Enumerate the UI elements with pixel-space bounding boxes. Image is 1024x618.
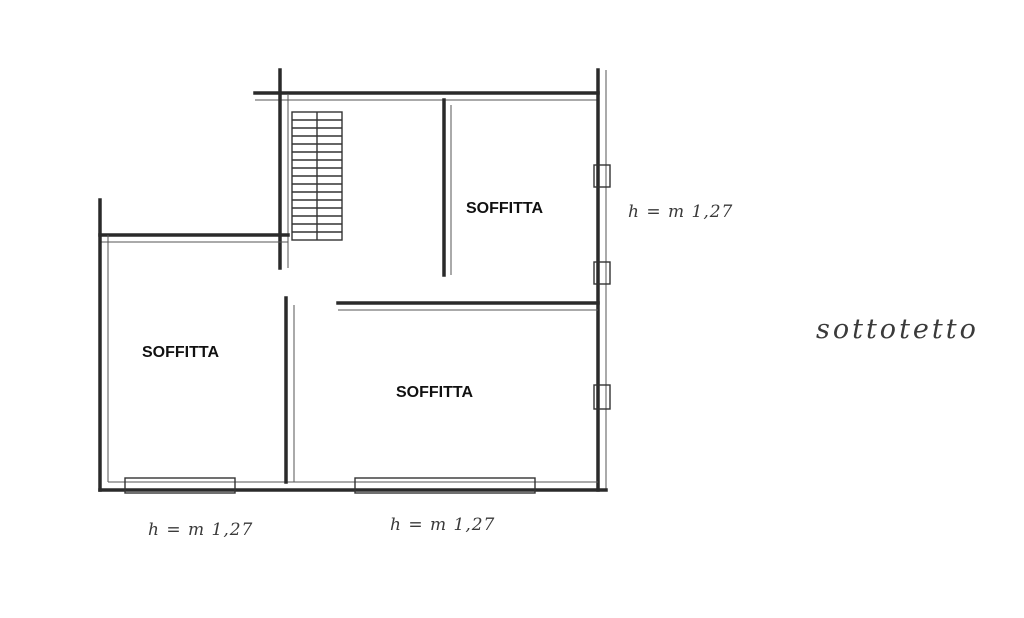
windows bbox=[124, 164, 611, 494]
outer-walls bbox=[98, 68, 608, 492]
height-note-bottom-right: h = m 1,27 bbox=[390, 515, 496, 535]
room-label-top-right: SOFFITTA bbox=[466, 200, 544, 217]
room-label-bottom-right: SOFFITTA bbox=[396, 384, 474, 401]
staircase bbox=[291, 111, 343, 241]
interior-walls bbox=[284, 98, 600, 484]
floor-name: sottotetto bbox=[816, 314, 979, 345]
height-note-bottom-left: h = m 1,27 bbox=[148, 520, 254, 540]
height-note-right: h = m 1,27 bbox=[628, 202, 734, 222]
room-label-left: SOFFITTA bbox=[142, 344, 220, 361]
